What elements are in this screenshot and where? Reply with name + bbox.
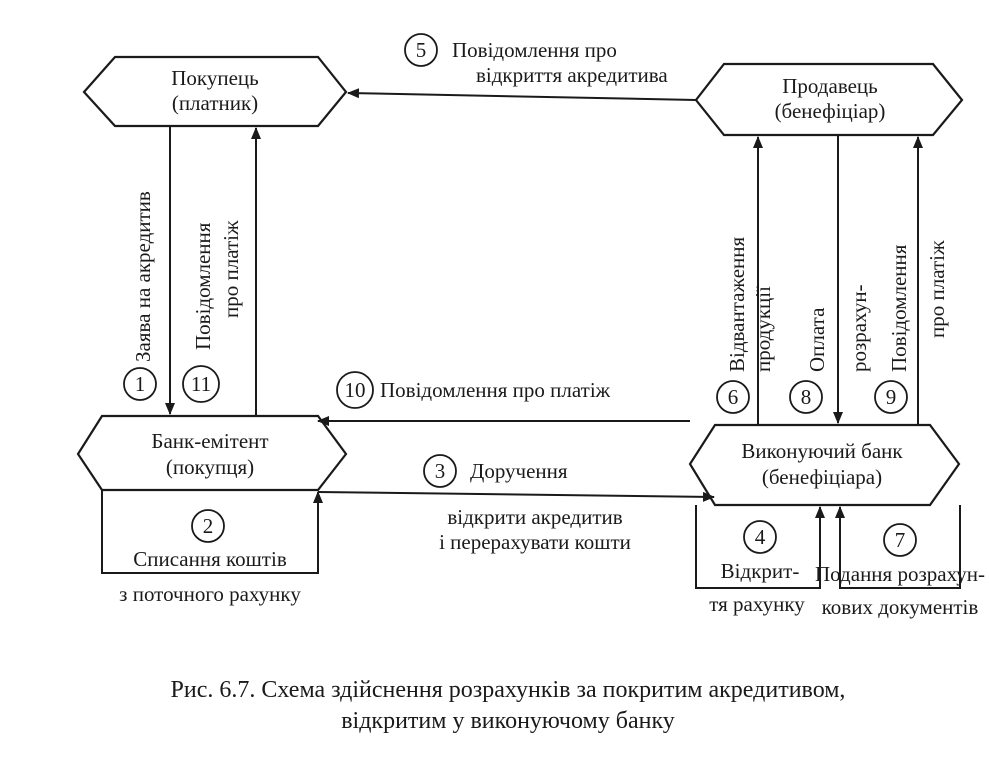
seller-subtitle: (бенефіціар): [775, 99, 886, 123]
step-9-label-2: про платіж: [925, 240, 949, 338]
step-6-label-2: відкриття акредитива: [476, 63, 668, 87]
svg-text:9: 9: [886, 385, 897, 409]
step-7-label-2: розрахун-: [847, 284, 871, 372]
step-3-label-2: відкрити акредитив: [447, 505, 622, 529]
executing-bank-subtitle: (бенефіціара): [762, 465, 882, 489]
arrow-6: [347, 88, 697, 101]
step-2-label-2: з поточного рахунку: [119, 582, 301, 606]
step-9-label-1: Повідомлення: [887, 244, 911, 372]
step-5-label-2: продукції: [751, 286, 775, 372]
step-11-label-2: про платіж: [219, 220, 243, 318]
seller-title: Продавець: [782, 74, 878, 98]
buyer-title: Покупець: [171, 66, 258, 90]
step-3-label-3: і перерахувати кошти: [439, 530, 631, 554]
svg-text:5: 5: [416, 38, 427, 62]
svg-text:3: 3: [435, 459, 446, 483]
buyer-node: [82, 55, 348, 128]
issuing-bank-title: Банк-емітент: [151, 429, 268, 453]
step-10-label: Повідомлення про платіж: [380, 378, 611, 402]
svg-text:7: 7: [895, 528, 906, 552]
step-11-marker: 11: [182, 365, 220, 403]
arrow-3: [317, 491, 715, 502]
step-2-label-1: Списання коштів: [133, 547, 287, 571]
step-1-marker: 1: [123, 367, 157, 401]
svg-text:4: 4: [755, 525, 766, 549]
step-7-label-1: Оплата: [805, 307, 829, 372]
step-6-marker: 5: [404, 33, 438, 67]
loop-8: [835, 505, 961, 589]
step-9-marker: 9: [874, 380, 908, 414]
step-4-label-1: Відкрит-: [721, 559, 800, 583]
svg-text:8: 8: [801, 385, 812, 409]
svg-text:10: 10: [345, 378, 366, 402]
step-4-marker: 4: [743, 520, 777, 554]
step-1-label: Заява на акредитив: [131, 191, 155, 362]
step-3-marker: 3: [423, 454, 457, 488]
step-7-marker: 8: [789, 380, 823, 414]
svg-text:6: 6: [728, 385, 739, 409]
figure-caption-line-1: Рис. 6.7. Схема здійснення розрахунків з…: [171, 677, 846, 703]
loop-2: [101, 490, 323, 574]
step-5-label-1: Відвантаження: [725, 236, 749, 372]
svg-text:1: 1: [135, 372, 146, 396]
step-11-label-1: Повідомлення: [191, 222, 215, 350]
executing-bank-node: [688, 423, 961, 507]
loop-4: [695, 505, 825, 589]
step-8-label-2: кових документів: [822, 595, 979, 619]
step-6-label-1: Повідомлення про: [452, 38, 617, 62]
step-10-marker: 10: [336, 371, 374, 409]
executing-bank-title: Виконуючий банк: [741, 439, 903, 463]
figure-caption-line-2: відкритим у виконуючому банку: [341, 708, 675, 734]
step-5-marker: 6: [716, 380, 750, 414]
issuing-bank-subtitle: (покупця): [166, 455, 254, 479]
step-3-label-1: Доручення: [470, 459, 568, 483]
step-2-marker: 2: [191, 509, 225, 543]
buyer-subtitle: (платник): [172, 91, 258, 115]
step-8-label-1: Подання розрахун-: [815, 562, 985, 586]
step-8-marker: 7: [883, 523, 917, 557]
svg-text:2: 2: [203, 514, 214, 538]
step-4-label-2: тя рахунку: [709, 592, 805, 616]
svg-text:11: 11: [191, 372, 211, 396]
